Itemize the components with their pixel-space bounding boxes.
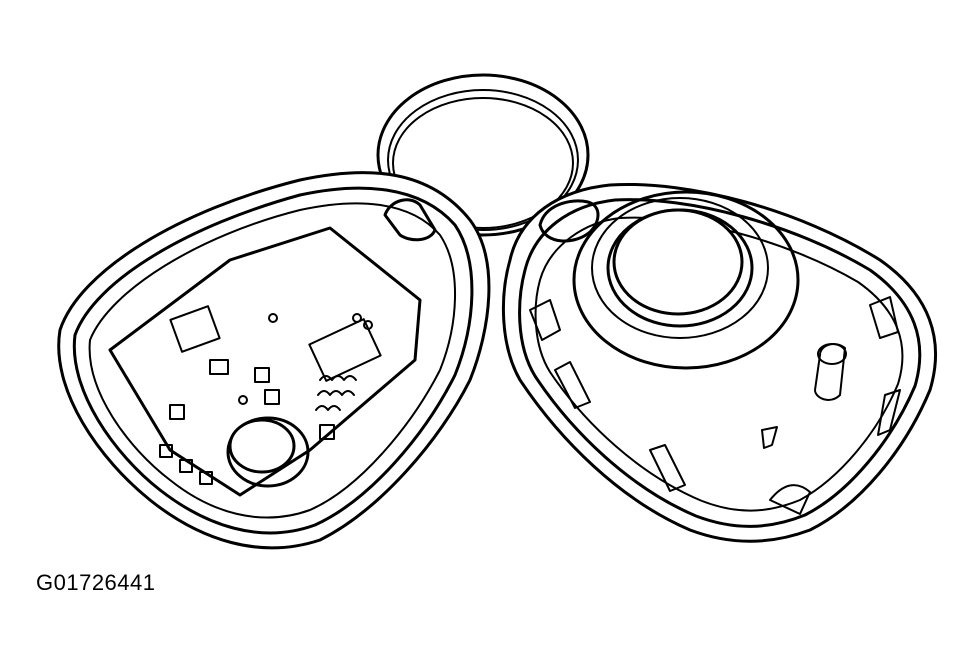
left-housing: [57, 171, 491, 550]
coin-battery: [226, 416, 310, 488]
right-housing: [501, 182, 938, 543]
key-ring: [376, 73, 590, 237]
figure-id-label: G01726441: [36, 570, 156, 595]
